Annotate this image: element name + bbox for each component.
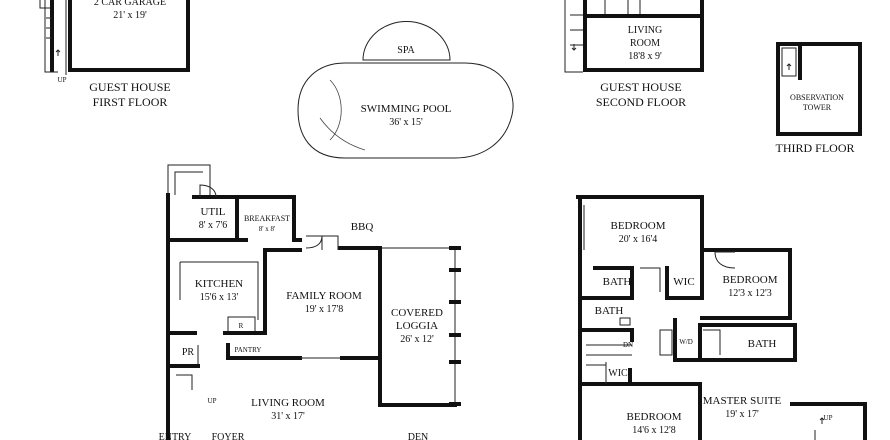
bedroom-2-dimensions: 12'3 x 12'3 — [728, 288, 772, 299]
bath-1-label: BATH — [603, 276, 632, 288]
kitchen-label: KITCHEN — [195, 278, 243, 290]
refrigerator-label: R — [239, 322, 244, 330]
guest-second-caption-2: SECOND FLOOR — [596, 95, 686, 109]
guest-second-caption-1: GUEST HOUSE — [600, 80, 681, 94]
breakfast-label: BREAKFAST — [244, 214, 290, 223]
tower-stair-up-label: UP — [824, 414, 833, 422]
family-room-dimensions: 19' x 17'8 — [305, 304, 344, 315]
foyer-label: FOYER — [212, 432, 245, 440]
guest-living-label-2: ROOM — [630, 38, 660, 49]
guest-living-label-1: LIVING — [628, 25, 662, 36]
main-stair-up-label: UP — [208, 397, 217, 405]
bath-3-label: BATH — [748, 338, 777, 350]
bedroom-3-dimensions: 14'6 x 12'8 — [632, 425, 676, 436]
pool-dimensions: 36' x 15' — [389, 117, 423, 128]
bbq-label: BBQ — [351, 221, 374, 233]
spa-label: SPA — [397, 45, 415, 56]
breakfast-dimensions: 8' x 8' — [259, 225, 276, 233]
spa-outline — [362, 21, 451, 61]
guest-living-dimensions: 18'8 x 9' — [628, 51, 662, 62]
kitchen-dimensions: 15'6 x 13' — [200, 292, 239, 303]
pool-area: SPA SWIMMING POOL 36' x 15' — [297, 21, 514, 159]
bath-2-label: BATH — [595, 305, 624, 317]
stair-down-label: DN — [623, 341, 633, 349]
stair-up-label: UP — [58, 76, 67, 84]
loggia-label-2: LOGGIA — [396, 320, 438, 332]
loggia-label-1: COVERED — [391, 307, 443, 319]
family-room-label: FAMILY ROOM — [286, 290, 362, 302]
bedroom-1-label: BEDROOM — [610, 220, 665, 232]
guest-first-caption-2: FIRST FLOOR — [93, 95, 168, 109]
util-label: UTIL — [200, 206, 225, 218]
third-floor-caption: THIRD FLOOR — [775, 141, 854, 155]
pantry-label: PANTRY — [235, 346, 262, 354]
wic-1-label: WIC — [673, 276, 694, 288]
pool-label: SWIMMING POOL — [361, 103, 452, 115]
bedroom-3-label: BEDROOM — [626, 411, 681, 423]
pool-outline — [297, 62, 514, 159]
guest-house-second-floor: LIVING ROOM 18'8 x 9' GUEST HOUSE SECOND… — [564, 0, 704, 109]
master-suite-dimensions: 19' x 17' — [725, 409, 759, 420]
den-label: DEN — [408, 432, 429, 440]
util-dimensions: 8' x 7'6 — [199, 220, 228, 231]
tower-label-1: OBSERVATION — [790, 93, 844, 102]
entry-label: ENTRY — [159, 432, 192, 440]
bedroom-1-dimensions: 20' x 16'4 — [619, 234, 658, 245]
garage-dimensions: 21' x 19' — [113, 10, 147, 21]
main-first-floor: UTIL 8' x 7'6 BREAKFAST 8' x 8' BBQ KITC… — [159, 164, 461, 440]
powder-room-label: PR — [182, 347, 195, 358]
washer-dryer-label: W/D — [679, 338, 693, 346]
living-room-dimensions: 31' x 17' — [271, 411, 305, 422]
bedroom-2-label: BEDROOM — [722, 274, 777, 286]
living-room-label: LIVING ROOM — [251, 397, 325, 409]
main-second-floor: BEDROOM 20' x 16'4 BATH WIC BEDROOM 12'3… — [576, 195, 867, 440]
garage-label: 2 CAR GARAGE — [94, 0, 166, 8]
guest-first-caption-1: GUEST HOUSE — [89, 80, 170, 94]
wic-2-label: WIC — [608, 368, 628, 379]
tower-label-2: TOWER — [803, 103, 832, 112]
loggia-dimensions: 26' x 12' — [400, 334, 434, 345]
guest-house-first-floor: 2 CAR GARAGE 21' x 19' UP GUEST HOUSE FI… — [39, 0, 190, 109]
third-floor: OBSERVATION TOWER THIRD FLOOR — [775, 42, 862, 155]
master-suite-label: MASTER SUITE — [703, 395, 782, 407]
